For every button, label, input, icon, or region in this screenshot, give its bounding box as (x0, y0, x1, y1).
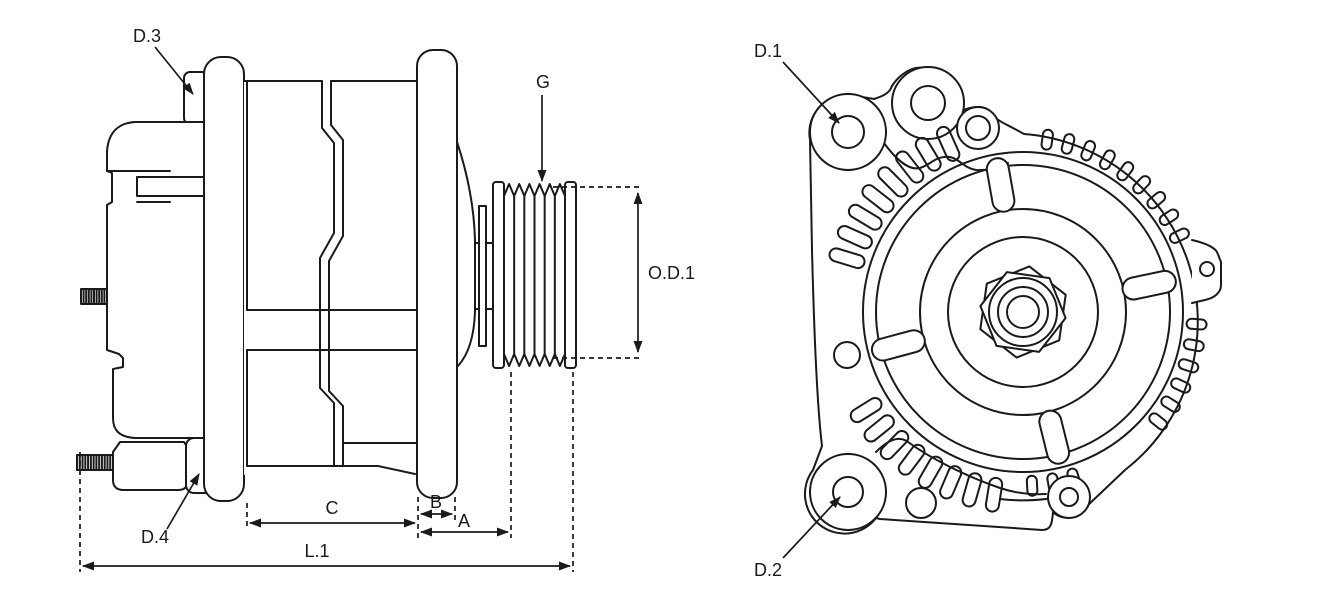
body-fill (244, 81, 418, 475)
vent-slots-upper-left (828, 125, 961, 270)
pulley-front-flange (492, 181, 505, 369)
d2-leader-arrow (782, 496, 841, 559)
housing-joint-line-right (328, 80, 344, 467)
d1-leader-arrow (782, 61, 840, 124)
label-a: A (458, 511, 470, 531)
d3-leader-arrow (154, 46, 194, 95)
d2-boss (809, 453, 887, 531)
d4-leader-arrow (166, 473, 200, 530)
bottom-arm-inner-edge (875, 437, 1047, 496)
label-d2: D.2 (754, 560, 782, 580)
small-top-boss (956, 106, 1000, 150)
shaft-spacer (478, 205, 487, 347)
hub-inner-ring (947, 236, 1099, 388)
front-housing-nose (456, 141, 476, 367)
label-d4: D.4 (141, 527, 169, 547)
label-g: G (536, 72, 550, 92)
rear-cover (106, 121, 206, 439)
d1-mounting-hole (831, 115, 865, 149)
fan-spokes (870, 157, 1177, 465)
right-ear-fill (1192, 240, 1221, 303)
top-boss-hole (910, 85, 946, 121)
vent-slots-lower-left (849, 396, 1004, 513)
right-ear-hole (1199, 261, 1215, 277)
rim-inner-circle (862, 151, 1184, 473)
face-circle (875, 164, 1171, 460)
side-view: D.3 D.4 G O.D.1 C B A L.1 (76, 26, 695, 572)
pulley-rear-flange (564, 181, 577, 369)
housing-joint-line-left (319, 80, 335, 467)
front-view: D.1 D.2 (754, 41, 1222, 580)
pulley-grooves (503, 183, 566, 367)
front-mounting-ear (416, 49, 458, 499)
label-od1: O.D.1 (648, 263, 695, 283)
connector-recess (106, 170, 204, 203)
label-l1: L.1 (304, 541, 329, 561)
bottom-right-boss (1047, 475, 1091, 519)
top-boss (891, 66, 965, 140)
small-boss-hole (965, 115, 991, 141)
rear-bottom-foot (112, 441, 189, 491)
shaft-bore (1006, 295, 1040, 329)
d1-boss (809, 93, 887, 171)
label-d1: D.1 (754, 41, 782, 61)
label-d3: D.3 (133, 26, 161, 46)
label-c: C (326, 498, 339, 518)
nut-washer-circle (988, 277, 1058, 347)
d2-mounting-hole (832, 476, 864, 508)
label-b: B (430, 492, 442, 512)
terminal-stud-lower (76, 454, 114, 471)
shaft-nut (979, 265, 1067, 359)
right-ear (1191, 239, 1222, 304)
bottom-right-hole (1059, 487, 1079, 507)
shaft-circle (997, 286, 1049, 338)
side-small-hole (833, 341, 861, 369)
rear-mounting-ear (203, 56, 245, 502)
terminal-stud-upper (80, 288, 108, 305)
hub-outer-ring (919, 208, 1127, 416)
drain-hole (905, 487, 937, 519)
